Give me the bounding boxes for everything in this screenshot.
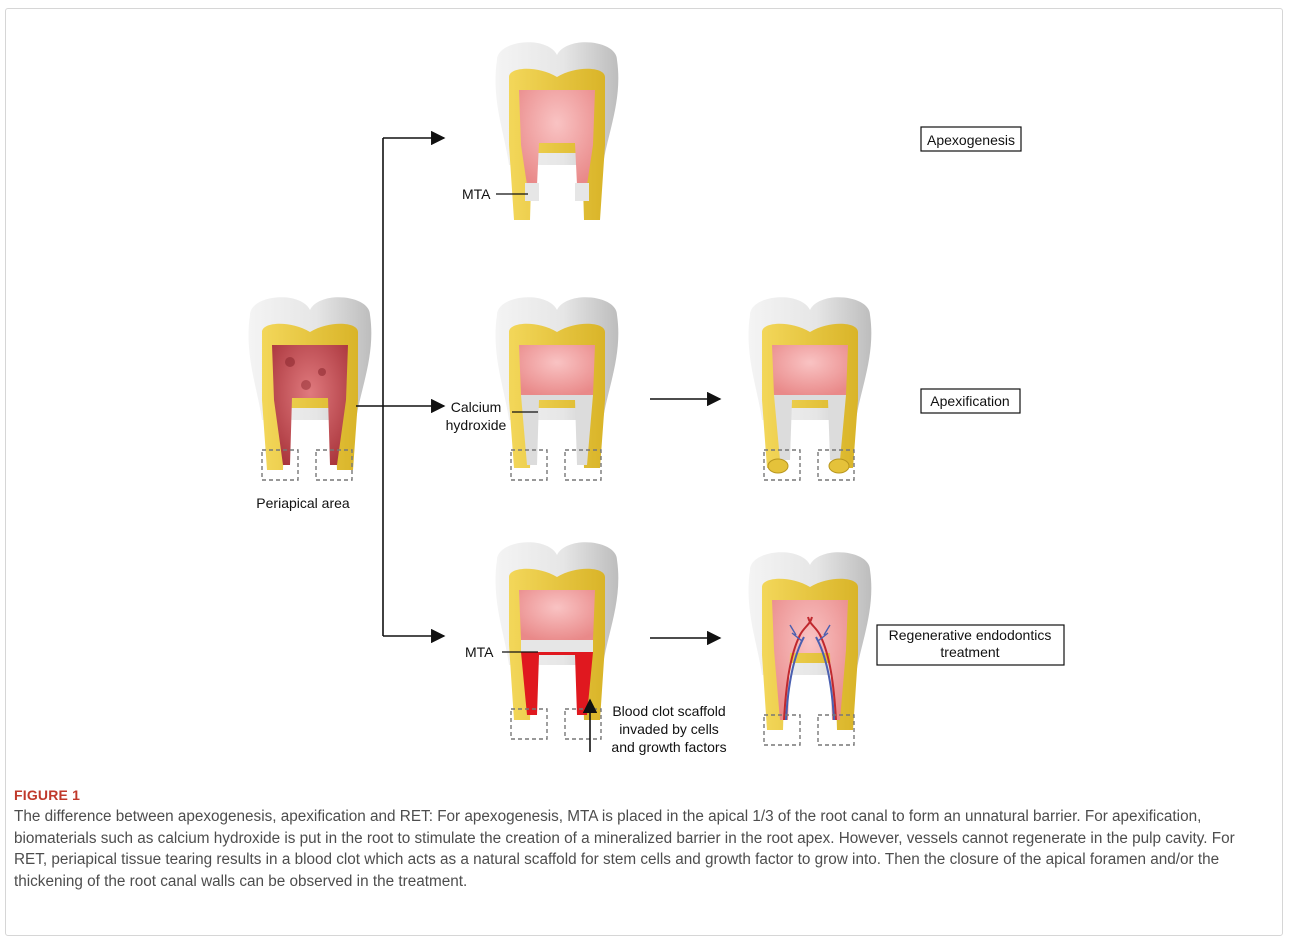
tooth-ret-regenerated xyxy=(749,552,872,745)
tooth-apexification-calcium xyxy=(496,297,619,480)
ret-label-line1: Regenerative endodontics xyxy=(889,627,1052,643)
mta-plug-left xyxy=(525,183,539,201)
apexification-label: Apexification xyxy=(930,393,1009,409)
tooth-apexification-result xyxy=(749,297,872,480)
periapical-area-label: Periapical area xyxy=(256,495,350,511)
blood-clot-label-line2: invaded by cells xyxy=(619,721,719,737)
tooth-ret-blood-clot xyxy=(496,542,619,739)
tooth-treatment-diagram: Periapical area MTA Apexogenesis Calcium… xyxy=(0,0,1290,780)
tooth-apexogenesis xyxy=(496,42,619,220)
blood-clot-label-line1: Blood clot scaffold xyxy=(612,703,725,719)
calcium-label-line1: Calcium xyxy=(451,399,502,415)
apexogenesis-label-box: Apexogenesis xyxy=(921,127,1021,151)
ret-label-line2: treatment xyxy=(940,644,999,660)
figure-caption: The difference between apexogenesis, ape… xyxy=(14,806,1264,892)
mta-plug-right xyxy=(575,183,589,201)
figure-label: FIGURE 1 xyxy=(14,787,80,803)
calcium-label-line2: hydroxide xyxy=(446,417,507,433)
apexogenesis-label: Apexogenesis xyxy=(927,132,1015,148)
apexification-label-box: Apexification xyxy=(921,389,1020,413)
tooth-periapical xyxy=(249,297,372,480)
mta-label-top: MTA xyxy=(462,186,491,202)
ret-label-box: Regenerative endodontics treatment xyxy=(877,625,1064,665)
blood-clot-label-line3: and growth factors xyxy=(611,739,726,755)
mta-layer xyxy=(521,640,593,652)
mta-label-bottom: MTA xyxy=(465,644,494,660)
